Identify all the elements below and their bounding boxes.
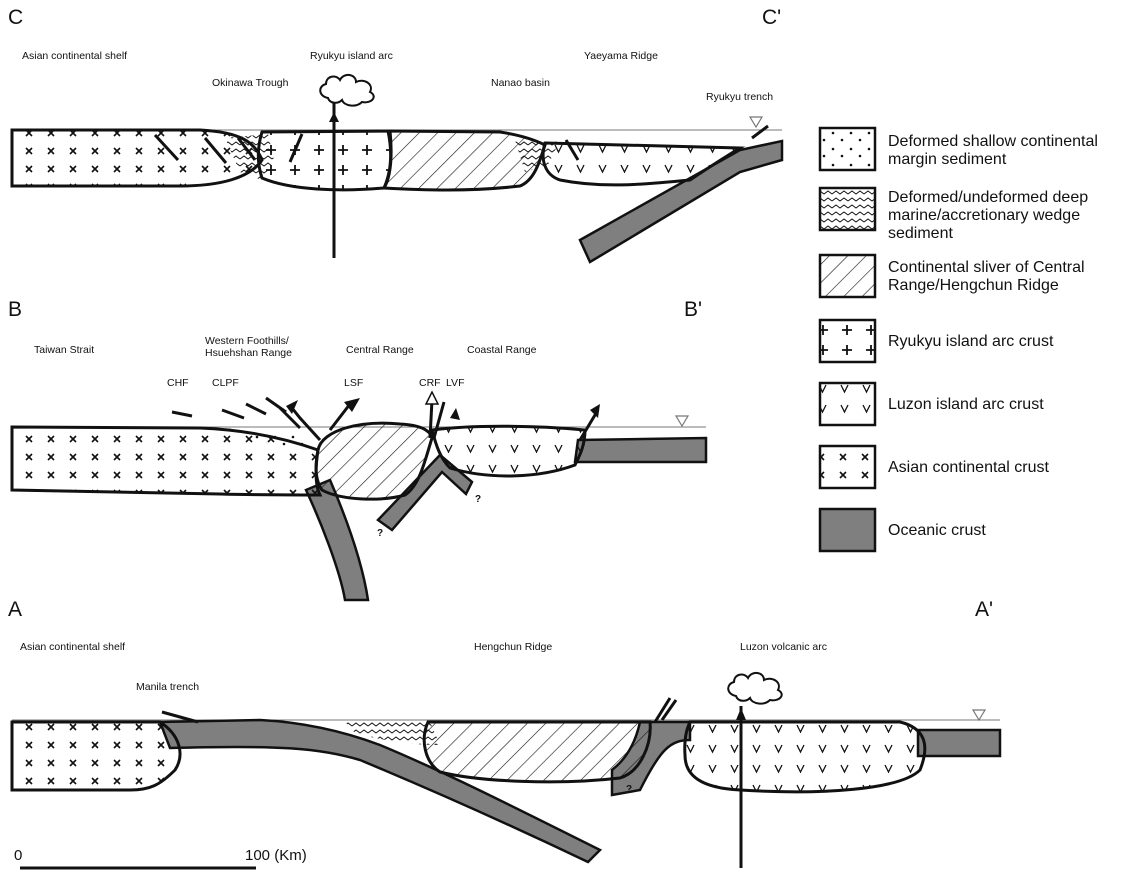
thrust-fault xyxy=(752,126,768,138)
uncertain-slab-marker: ? xyxy=(475,494,481,505)
legend-swatch-hatched xyxy=(820,255,875,297)
eruption-cloud-icon xyxy=(728,673,781,704)
central-range-label: Central Range xyxy=(346,344,414,356)
uncertain-slab-marker: ? xyxy=(377,528,383,539)
section-b-start-label: B xyxy=(8,298,22,321)
luzon-volcanic-arc-label: Luzon volcanic arc xyxy=(740,641,827,653)
section-a: A A' Asian continental shelf Manila tren… xyxy=(8,598,1000,868)
legend-swatch-x xyxy=(820,446,875,488)
clpf-thrust xyxy=(222,410,244,418)
scale-bar-zero-label: 0 xyxy=(14,847,22,864)
ryukyu-trench-label: Ryukyu trench xyxy=(706,91,773,103)
legend-swatch-wavy xyxy=(820,188,875,230)
fault-arrow xyxy=(426,392,438,404)
uncertain-slab-marker: ? xyxy=(626,784,632,795)
crf-fault xyxy=(430,400,432,438)
oceanic-crust-plate xyxy=(575,438,706,462)
legend-item-accretionary-wedge: Deformed/undeformed deep marine/accretio… xyxy=(820,188,1088,242)
sea-level-symbol xyxy=(676,416,688,426)
legend-item-ryukyu-arc-crust: Ryukyu island arc crust xyxy=(820,320,1054,362)
legend-label: margin sediment xyxy=(888,151,1007,168)
taiwan-strait-label: Taiwan Strait xyxy=(34,344,94,356)
legend-swatch-gray xyxy=(820,509,875,551)
luzon-arc-crust xyxy=(685,722,925,792)
chf-thrust xyxy=(172,412,192,416)
ryukyu-arc-crust xyxy=(258,131,391,190)
legend-swatch-v xyxy=(820,383,875,425)
crf-label: CRF xyxy=(419,377,441,389)
legend-label: Range/Hengchun Ridge xyxy=(888,277,1059,294)
nanao-basin-label: Nanao basin xyxy=(491,77,550,89)
hengchun-ridge-sliver xyxy=(424,722,650,782)
legend-label: Luzon island arc crust xyxy=(888,396,1044,413)
legend-item-oceanic-crust: Oceanic crust xyxy=(820,509,986,551)
legend-label: Oceanic crust xyxy=(888,522,986,539)
legend-label: Deformed/undeformed deep xyxy=(888,189,1088,206)
volcano-icon xyxy=(329,112,339,122)
ryukyu-island-arc-label: Ryukyu island arc xyxy=(310,50,393,62)
chf-label: CHF xyxy=(167,377,189,389)
luzon-arc-crust xyxy=(432,426,585,476)
section-c-end-label: C' xyxy=(762,6,781,29)
legend-label: Continental sliver of Central xyxy=(888,259,1085,276)
yaeyama-ridge-label: Yaeyama Ridge xyxy=(584,50,658,62)
volcano-icon xyxy=(736,708,746,720)
okinawa-trough-label: Okinawa Trough xyxy=(212,77,289,89)
asian-continental-shelf-label: Asian continental shelf xyxy=(22,50,127,62)
scale-bar-hundred-label: 100 (Km) xyxy=(245,847,307,864)
lsf-label: LSF xyxy=(344,377,363,389)
western-foothills-label-line1: Western Foothills/ xyxy=(205,335,289,347)
legend-swatch-dotted xyxy=(820,128,875,170)
fault-arrow xyxy=(450,408,460,420)
manila-trench-label: Manila trench xyxy=(136,681,199,693)
legend-item-continental-sliver: Continental sliver of Central Range/Heng… xyxy=(820,255,1085,297)
lvf-label: LVF xyxy=(446,377,464,389)
legend-item-luzon-arc-crust: Luzon island arc crust xyxy=(820,383,1044,425)
section-b: B B' Taiwan Strait Western Foothills/ Hs… xyxy=(8,298,706,600)
clpf-thrust xyxy=(246,404,266,414)
legend-label: marine/accretionary wedge xyxy=(888,207,1080,224)
clpf-label: CLPF xyxy=(212,377,239,389)
oceanic-crust-plate xyxy=(918,730,1000,756)
legend-item-shallow-margin-sediment: Deformed shallow continental margin sedi… xyxy=(820,128,1098,170)
asian-continental-crust xyxy=(12,722,180,790)
asian-continental-shelf-label: Asian continental shelf xyxy=(20,641,125,653)
section-b-end-label: B' xyxy=(684,298,702,321)
section-a-start-label: A xyxy=(8,598,22,621)
continental-sliver xyxy=(384,131,545,190)
legend-label: Ryukyu island arc crust xyxy=(888,333,1054,350)
sea-level-symbol xyxy=(750,117,762,127)
section-c: C C' Asian continental shelf Okinawa Tro… xyxy=(8,6,782,262)
western-foothills-label-line2: Hsuehshan Range xyxy=(205,347,292,359)
legend-label: sediment xyxy=(888,225,953,242)
legend-label: Deformed shallow continental xyxy=(888,133,1098,150)
hengchun-ridge-label: Hengchun Ridge xyxy=(474,641,552,653)
legend-label: Asian continental crust xyxy=(888,459,1050,476)
legend: Deformed shallow continental margin sedi… xyxy=(820,128,1098,551)
legend-swatch-plus xyxy=(820,320,875,362)
section-a-end-label: A' xyxy=(975,598,993,621)
coastal-range-label: Coastal Range xyxy=(467,344,537,356)
eruption-cloud-icon xyxy=(320,75,373,106)
section-c-start-label: C xyxy=(8,6,23,29)
sea-level-symbol xyxy=(973,710,985,720)
asian-continental-crust xyxy=(12,130,262,186)
legend-item-asian-continental-crust: Asian continental crust xyxy=(820,446,1050,488)
